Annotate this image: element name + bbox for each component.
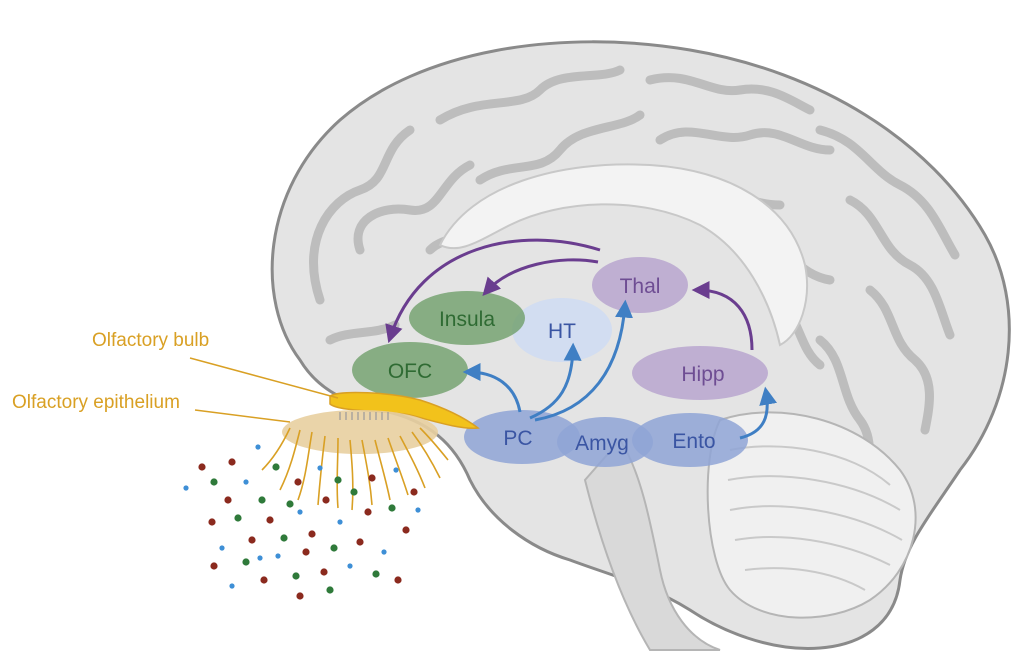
odor-molecule-dot xyxy=(257,555,263,561)
odor-molecule-dot xyxy=(320,568,328,576)
brain-regions xyxy=(352,257,768,467)
odor-molecule-dot xyxy=(394,576,402,584)
hipp-label: Hipp xyxy=(681,363,724,386)
odor-molecule-dot xyxy=(198,463,206,471)
arrow-thal-to-ofc xyxy=(385,238,601,344)
odor-molecule-dot xyxy=(393,467,399,473)
region-ht xyxy=(512,298,612,362)
odor-molecule-dot xyxy=(347,563,353,569)
odor-molecule-dot xyxy=(229,583,235,589)
odor-molecule-dot xyxy=(294,478,302,486)
odor-molecule-dot xyxy=(415,507,421,513)
odor-molecule-dot xyxy=(183,485,189,491)
odor-molecule-dot xyxy=(210,478,218,486)
arrow-thal-to-insula xyxy=(482,258,599,297)
arrow-pc-to-ofc xyxy=(462,363,522,413)
odor-molecule-dot xyxy=(296,592,304,600)
odor-molecule-dot xyxy=(260,576,268,584)
corpus-callosum xyxy=(438,163,809,347)
region-labels: Thal Insula HT OFC Hipp PC Amyg Ento xyxy=(388,275,725,455)
odor-molecule-dot xyxy=(275,553,281,559)
brain-hemisphere xyxy=(270,40,1011,651)
olfactory-epithelium-label: Olfactory epithelium xyxy=(12,392,180,413)
region-insula xyxy=(409,291,525,345)
brainstem xyxy=(583,438,721,651)
odor-molecule-dot xyxy=(280,534,288,542)
insula-label: Insula xyxy=(439,308,495,331)
amyg-label: Amyg xyxy=(575,432,629,455)
odor-molecule-dot xyxy=(255,444,261,450)
odor-molecule-dot xyxy=(297,509,303,515)
odor-molecule-dot xyxy=(302,548,310,556)
arrow-hipp-to-thal xyxy=(691,281,754,351)
odor-molecules xyxy=(183,444,421,600)
odor-molecule-dot xyxy=(337,519,343,525)
odor-molecule-dot xyxy=(372,570,380,578)
ofc-label: OFC xyxy=(388,360,432,383)
odor-molecule-dot xyxy=(317,465,323,471)
odor-molecule-dot xyxy=(322,496,330,504)
odor-molecule-dot xyxy=(410,488,418,496)
odor-molecule-dot xyxy=(234,514,242,522)
pathway-arrows xyxy=(385,238,778,440)
odor-molecule-dot xyxy=(388,504,396,512)
odor-molecule-dot xyxy=(334,476,342,484)
region-ofc xyxy=(352,342,468,398)
odor-molecule-dot xyxy=(272,463,280,471)
ento-label: Ento xyxy=(672,430,715,453)
odor-molecule-dot xyxy=(243,479,249,485)
olfactory-epithelium xyxy=(261,410,449,511)
odor-molecule-dot xyxy=(308,530,316,538)
region-amyg xyxy=(557,417,653,467)
pc-label: PC xyxy=(503,427,532,450)
region-hipp xyxy=(632,346,768,400)
odor-molecule-dot xyxy=(266,516,274,524)
ht-label: HT xyxy=(548,320,576,343)
odor-molecule-dot xyxy=(210,562,218,570)
region-pc xyxy=(464,410,580,464)
odor-molecule-dot xyxy=(356,538,364,546)
region-thal xyxy=(592,257,688,313)
odor-molecule-dot xyxy=(326,586,334,594)
odor-molecule-dot xyxy=(228,458,236,466)
odor-molecule-dot xyxy=(364,508,372,516)
odor-molecule-dot xyxy=(208,518,216,526)
thal-label: Thal xyxy=(620,275,661,298)
arrow-pc-to-thal xyxy=(534,299,634,422)
odor-molecule-dot xyxy=(402,526,410,534)
odor-molecule-dot xyxy=(286,500,294,508)
epithelium-leader-line xyxy=(194,409,291,423)
arrow-ento-to-hipp xyxy=(739,386,778,440)
bulb-leader-line xyxy=(189,357,339,399)
odor-molecule-dot xyxy=(368,474,376,482)
leader-lines xyxy=(189,357,339,423)
odor-molecule-dot xyxy=(330,544,338,552)
cerebellum xyxy=(706,411,917,619)
odor-molecule-dot xyxy=(350,488,358,496)
odor-molecule-dot xyxy=(248,536,256,544)
odor-molecule-dot xyxy=(292,572,300,580)
odor-molecule-dot xyxy=(224,496,232,504)
odor-molecule-dot xyxy=(219,545,225,551)
arrow-pc-to-ht xyxy=(529,342,582,420)
region-ento xyxy=(632,413,748,467)
olfactory-bulb-label: Olfactory bulb xyxy=(92,330,209,351)
odor-molecule-dot xyxy=(242,558,250,566)
odor-molecule-dot xyxy=(258,496,266,504)
odor-molecule-dot xyxy=(381,549,387,555)
